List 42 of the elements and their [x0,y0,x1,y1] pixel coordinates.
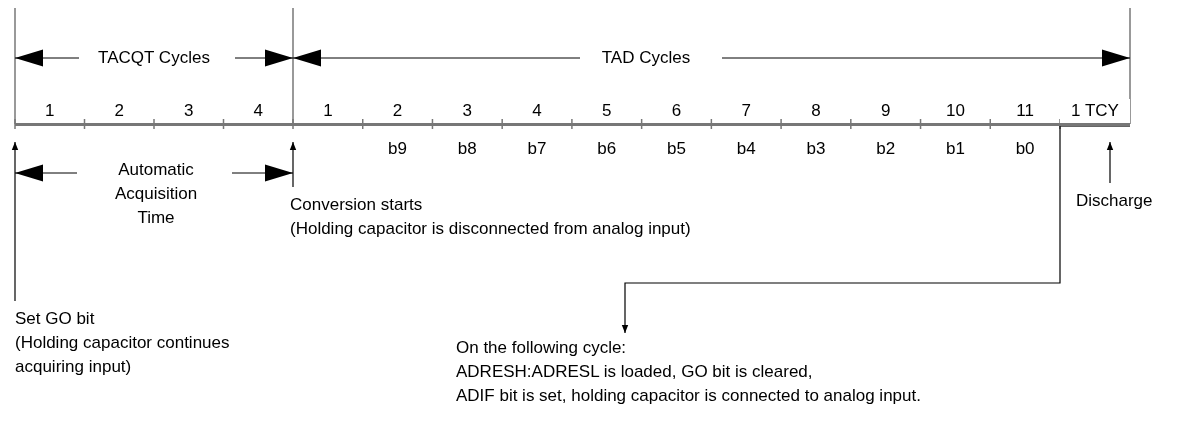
arrow [289,141,297,188]
cycle-number: 4 [253,101,263,120]
dimension-label: TAD Cycles [601,48,691,67]
bit-label: b9 [388,139,408,158]
arrow [11,141,19,302]
cycle-number: 8 [811,101,821,120]
arrow [1106,141,1114,184]
cycle-number: 5 [602,101,612,120]
bit-label: b5 [667,139,686,158]
cycle-number: 10 [945,101,965,120]
annotation-text: Conversion starts [290,194,423,216]
cycle-number: 3 [462,101,473,120]
cycle-number: 1 TCY [1071,101,1119,120]
cycle-number: 7 [741,101,751,120]
annotation-text: Set GO bit [15,308,95,330]
dimension-label: TACQT Cycles [98,48,210,67]
cycle-number: 11 [1016,101,1034,120]
cycle-number: 6 [671,101,682,120]
arrow [621,125,1061,334]
annotation-text: (Holding capacitor is disconnected from analog input) [290,218,691,240]
bit-label: b1 [945,139,965,158]
annotation-text: Discharge [1076,190,1153,212]
bit-label: b6 [597,139,617,158]
cycle-number: 1 [45,101,55,120]
bit-label: b4 [736,139,756,158]
bit-label: b7 [527,139,547,158]
cycle-number: 3 [184,101,194,120]
cycle-number: 1 [323,101,333,120]
time-axis-line [15,123,1130,126]
bit-label: b8 [457,139,477,158]
cycle-number: 2 [114,101,124,120]
annotation-text: ADRESH:ADRESL is loaded, GO bit is cleared, [456,361,813,383]
bit-label: b3 [806,139,826,158]
cycle-number: 2 [392,101,403,120]
annotation-text: ADIF bit is set, holding capacitor is connected to analog input. [456,385,921,407]
cycle-number: 4 [532,101,542,120]
dimension-label: Automatic Acquisition Time [114,160,198,227]
bit-label: b0 [1015,139,1035,158]
annotation-text: (Holding capacitor continues acquiring input) [15,332,231,378]
bit-label: b2 [876,139,896,158]
annotation-text: On the following cycle: [456,337,627,359]
cycle-number: 9 [880,101,891,120]
